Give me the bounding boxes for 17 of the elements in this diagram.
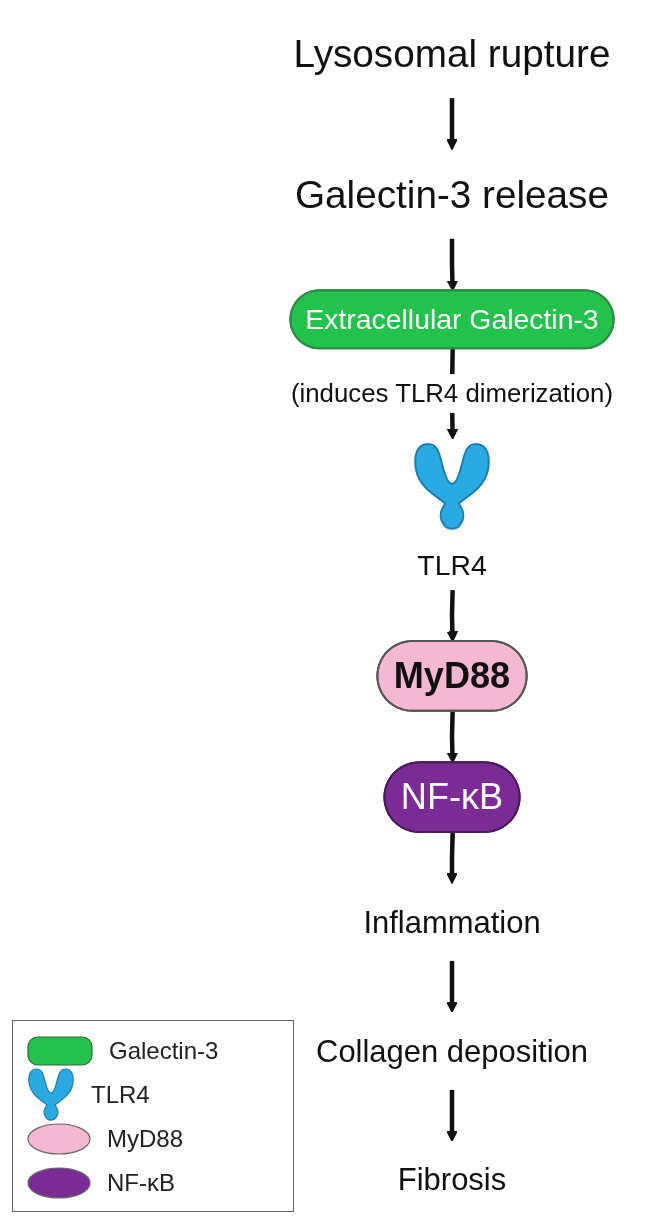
arrow [446, 832, 458, 885]
node-text: Collagen deposition [316, 1033, 588, 1068]
node-label: (induces TLR4 dimerization) [290, 379, 614, 408]
arrow [446, 1089, 458, 1142]
legend-label: NF-κB [107, 1169, 175, 1197]
node-text: Inflammation [363, 904, 541, 939]
arrow [446, 711, 459, 764]
legend-label: Galectin-3 [109, 1037, 219, 1065]
legend-label: TLR4 [91, 1081, 150, 1109]
arrow [446, 98, 458, 151]
node-text: Fibrosis [397, 1162, 507, 1197]
arrow [446, 960, 458, 1013]
arrow [446, 238, 459, 292]
node-text: Lysosomal rupture [293, 32, 611, 75]
node-text: Galectin-3 release [295, 172, 609, 216]
arrow [446, 590, 459, 643]
legend-label: MyD88 [107, 1125, 184, 1153]
